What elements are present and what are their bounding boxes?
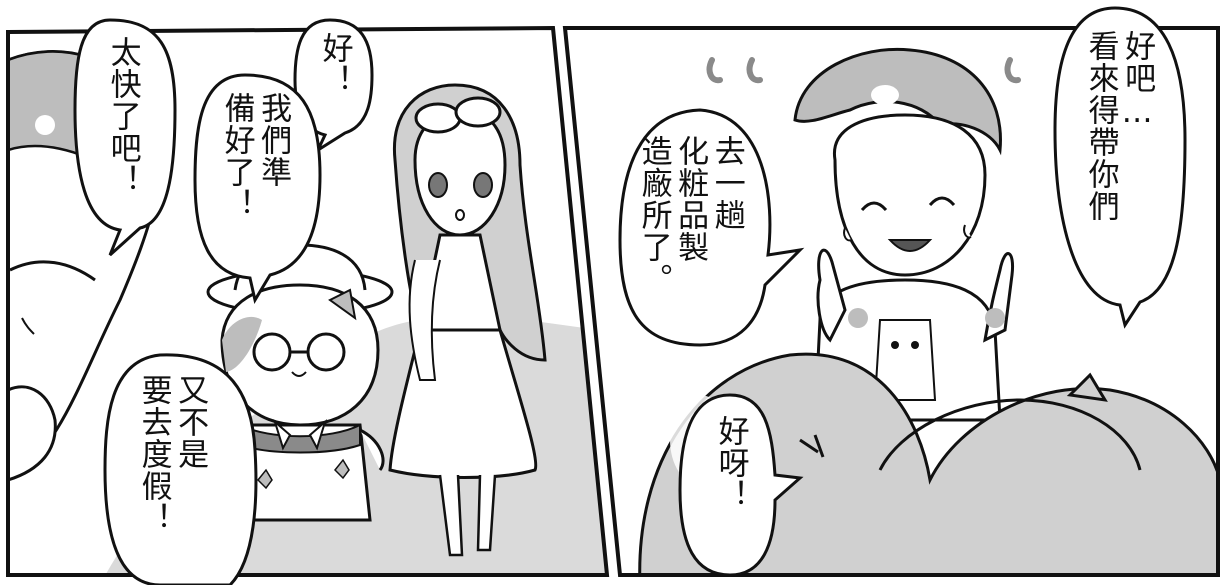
left-character-eye [9,260,96,282]
girl-character [388,83,547,557]
boy-hair-shine [871,85,899,105]
boy-hair [793,47,1002,156]
left-character-nose [21,317,35,335]
cat-bow [273,418,327,451]
cat-mouth [291,371,307,377]
girl-legs [438,474,497,557]
cat-shirt-pattern [256,458,350,490]
panel-right [562,26,1220,577]
sunglasses-right [454,96,502,128]
boy-mouth [887,239,933,252]
boy-hand-left [816,248,847,343]
speech-bubbles [73,6,1187,585]
girl-mouth [455,209,465,221]
foreground-face-mark [799,434,825,458]
foreground-ear [1066,372,1108,402]
girl-arm-bag [408,259,441,381]
hand-tone-right [985,308,1005,328]
text-ready: 我們準 備好了！ [218,92,292,220]
foreground-character-ear-line [878,398,1142,471]
boy-character [793,47,1015,422]
text-not-vacation: 又不是 要去度假！ [135,374,209,534]
cat-arm [359,428,385,471]
boy-face [832,113,987,277]
cat-glasses-left [252,332,292,372]
hair-shine [35,115,55,135]
text-yay: 好呀！ [712,415,749,511]
text-ok: 好！ [316,32,353,96]
cat-head-patch [222,316,262,372]
shirt-cat-eye-right [911,341,919,349]
bubble-go-factory [618,108,805,347]
girl-eye-right [473,172,493,198]
bubble-too-fast [73,18,177,257]
boy-shirt-cat [873,319,937,401]
sweat-marks [706,57,1021,84]
shirt-cat-eye-left [891,341,899,349]
cat-glasses-right [306,332,346,372]
bubble-ready [193,73,322,304]
panel-right-border [562,26,1220,577]
bubble-not-vacation [103,353,258,585]
text-too-fast: 太快了吧！ [104,36,141,196]
boy-eyes-closed [860,196,956,212]
hand-tone-left [848,308,868,328]
bubble-yay [678,393,804,577]
cat-scarf [239,423,361,454]
text-go-factory: 去一趟 化粧品製 造廠所了。 [635,135,745,295]
left-character-shoulder [8,385,57,482]
boy-sweat [843,224,972,242]
sunglasses-left [414,102,462,134]
panel-left-border [6,25,610,577]
bubble-fine [1053,6,1187,329]
girl-eye-left [428,172,448,198]
text-fine: 好吧… 看來得帶你們 [1082,30,1156,222]
cat-ear [328,288,357,321]
